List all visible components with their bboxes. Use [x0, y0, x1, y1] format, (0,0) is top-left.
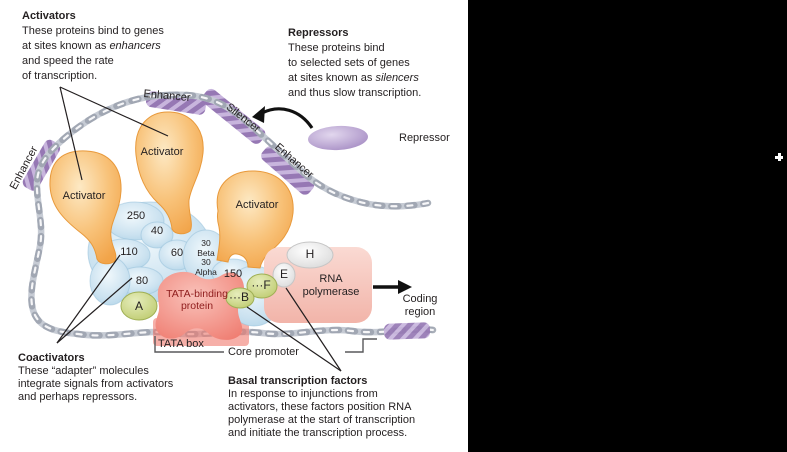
coding-region-arrow [373, 280, 412, 294]
subunit-150: 150 [223, 268, 243, 280]
repressors-note-line: to selected sets of genes [288, 57, 410, 69]
repressors-note-line: and thus slow transcription. [288, 87, 422, 99]
factor-H-blob [286, 241, 334, 269]
activators-note-title: Activators [22, 10, 76, 22]
coactivators-note-line: integrate signals from activators [18, 378, 174, 390]
activator-blob-right [216, 170, 294, 269]
subunit-60: 60 [170, 247, 184, 259]
repressors-note-line: These proteins bind [288, 42, 385, 54]
activators-note: Activators These proteins bind to genes … [22, 9, 164, 84]
core-promoter-label: Core promoter [228, 346, 299, 358]
repressor-arrow [252, 106, 314, 129]
subunit-40: 40 [150, 225, 164, 237]
activators-note-line: at sites known as enhancers [22, 40, 161, 52]
black-panel [468, 0, 787, 452]
activator-blob-middle [135, 111, 204, 235]
repressors-note-line: at sites known as silencers [288, 72, 419, 84]
promoter-brackets [154, 336, 377, 353]
activators-note-line: and speed the rate [22, 55, 114, 67]
activators-note-line: of transcription. [22, 70, 98, 82]
core-promoter-bracket [345, 338, 377, 353]
tata-binding-protein-label: TATA-binding protein [166, 288, 228, 312]
activator-blob-left [49, 150, 122, 265]
tata-box-label: TATA box [158, 338, 204, 350]
tata-binding-protein [155, 271, 245, 340]
basal-factors-note-line: In response to injunctions from [228, 388, 378, 400]
repressor-blob [308, 125, 368, 151]
coactivators-note-line: These “adapter” molecules [18, 365, 149, 377]
repressors-note: Repressors These proteins bind to select… [288, 26, 421, 101]
activator-label-left: Activator [62, 190, 106, 202]
coactivators-pointer-1 [56, 254, 121, 344]
factor-H-label: H [305, 247, 315, 261]
coactivators-note-title: Coactivators [18, 352, 85, 364]
basal-factors-note-title: Basal transcription factors [228, 375, 368, 387]
basal-pointer-B [246, 306, 342, 372]
activator-label-right: Activator [235, 199, 279, 211]
coding-region-label: Coding region [402, 293, 438, 318]
factor-A-label: A [134, 299, 144, 313]
factor-B-label: ···B [229, 290, 249, 304]
activators-note-line: These proteins bind to genes [22, 25, 164, 37]
factor-E-blob [272, 262, 296, 288]
factor-A-blob [120, 291, 158, 321]
subunit-250: 250 [126, 210, 146, 222]
coactivators-pointer-2 [56, 277, 133, 344]
repressors-note-title: Repressors [288, 27, 349, 39]
transcription-diagram [22, 86, 468, 372]
factor-B-blob [225, 287, 255, 309]
basal-pointer-E [285, 287, 342, 372]
basal-factors-note-line: and initiate the transcription process. [228, 427, 408, 439]
basal-factors-note-line: polymerase at the start of transcription [228, 414, 416, 426]
basal-factors-note-line: activators, these factors position RNA [228, 401, 412, 413]
subunit-110: 110 [120, 246, 138, 258]
basal-factors-note: Basal transcription factors In response … [228, 375, 415, 440]
enhancer-segment-right [261, 146, 315, 195]
repressor-label: Repressor [399, 132, 450, 144]
activator-label-middle: Activator [140, 146, 184, 158]
activators-pointer-middle [59, 86, 169, 137]
subunit-30-beta-alpha: 30 Beta 30 Alpha [195, 238, 217, 277]
tata-box-bracket [154, 336, 224, 353]
rna-polymerase-label: RNA polymerase [302, 273, 360, 298]
activators-group [49, 111, 294, 269]
factor-E-label: E [279, 267, 289, 281]
factor-F-blob [246, 273, 278, 299]
coding-region-segment [383, 322, 431, 340]
cursor-mark [775, 153, 783, 161]
subunit-80: 80 [135, 275, 149, 287]
coactivators-note-line: and perhaps repressors. [18, 391, 138, 403]
pointer-lines [56, 86, 342, 372]
factor-F-label: ···F [251, 278, 271, 292]
coactivators-note: Coactivators These “adapter” molecules i… [18, 352, 173, 404]
activators-pointer-left [59, 86, 83, 181]
